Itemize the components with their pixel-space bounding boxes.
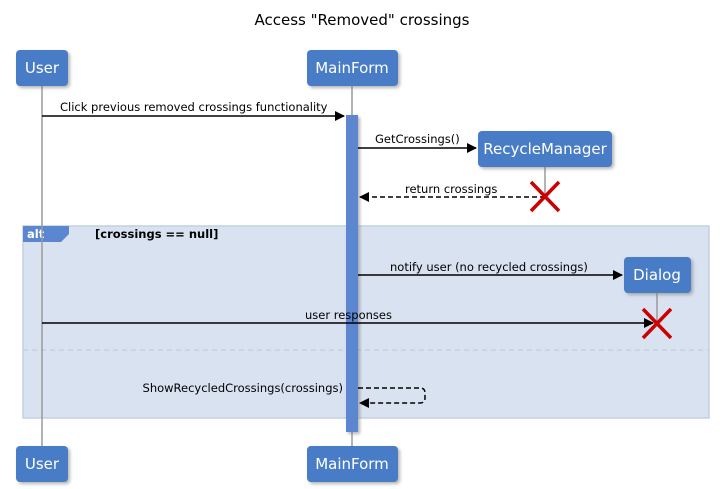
- mainform-actor-bottom-label: MainForm: [315, 455, 389, 473]
- user-actor-top[interactable]: User: [16, 50, 68, 86]
- message-notify-user: notify user (no recycled crossings): [358, 260, 623, 280]
- user-actor-bottom[interactable]: User: [16, 446, 68, 482]
- message-getcrossings-label: GetCrossings(): [375, 132, 460, 146]
- dialog-actor[interactable]: Dialog: [624, 257, 691, 293]
- alt-fragment: alt [crossings == null]: [22, 225, 710, 419]
- message-return-crossings-label: return crossings: [405, 182, 497, 196]
- alt-guard: [crossings == null]: [95, 227, 218, 241]
- alt-frame: [22, 225, 710, 419]
- dialog-actor-label: Dialog: [633, 266, 681, 284]
- message-show-recycled-crossings: ShowRecycledCrossings(crossings): [143, 381, 426, 408]
- alt-operator-tab: [23, 226, 69, 242]
- recyclemanager-destroy-icon: [529, 180, 561, 213]
- message-click-functionality: Click previous removed crossings functio…: [42, 100, 345, 121]
- alt-operator-label: alt: [27, 227, 45, 241]
- mainform-actor-top-label: MainForm: [315, 59, 389, 77]
- dialog-destroy-icon: [641, 307, 673, 340]
- message-click-functionality-label: Click previous removed crossings functio…: [60, 100, 328, 114]
- message-show-recycled-crossings-label: ShowRecycledCrossings(crossings): [143, 381, 343, 395]
- message-return-crossings: return crossings: [359, 182, 545, 202]
- message-getcrossings: GetCrossings(): [358, 132, 477, 153]
- message-user-responses-label: user responses: [305, 308, 392, 322]
- user-actor-bottom-label: User: [25, 455, 60, 473]
- recyclemanager-actor[interactable]: RecycleManager: [478, 131, 612, 167]
- diagram-title: Access "Removed" crossings: [255, 11, 470, 29]
- user-actor-top-label: User: [25, 59, 60, 77]
- mainform-activation: [346, 115, 358, 432]
- recyclemanager-actor-label: RecycleManager: [483, 140, 607, 158]
- mainform-actor-top[interactable]: MainForm: [307, 50, 398, 86]
- message-user-responses: user responses: [42, 308, 654, 328]
- mainform-actor-bottom[interactable]: MainForm: [307, 446, 398, 482]
- message-notify-user-label: notify user (no recycled crossings): [390, 260, 588, 274]
